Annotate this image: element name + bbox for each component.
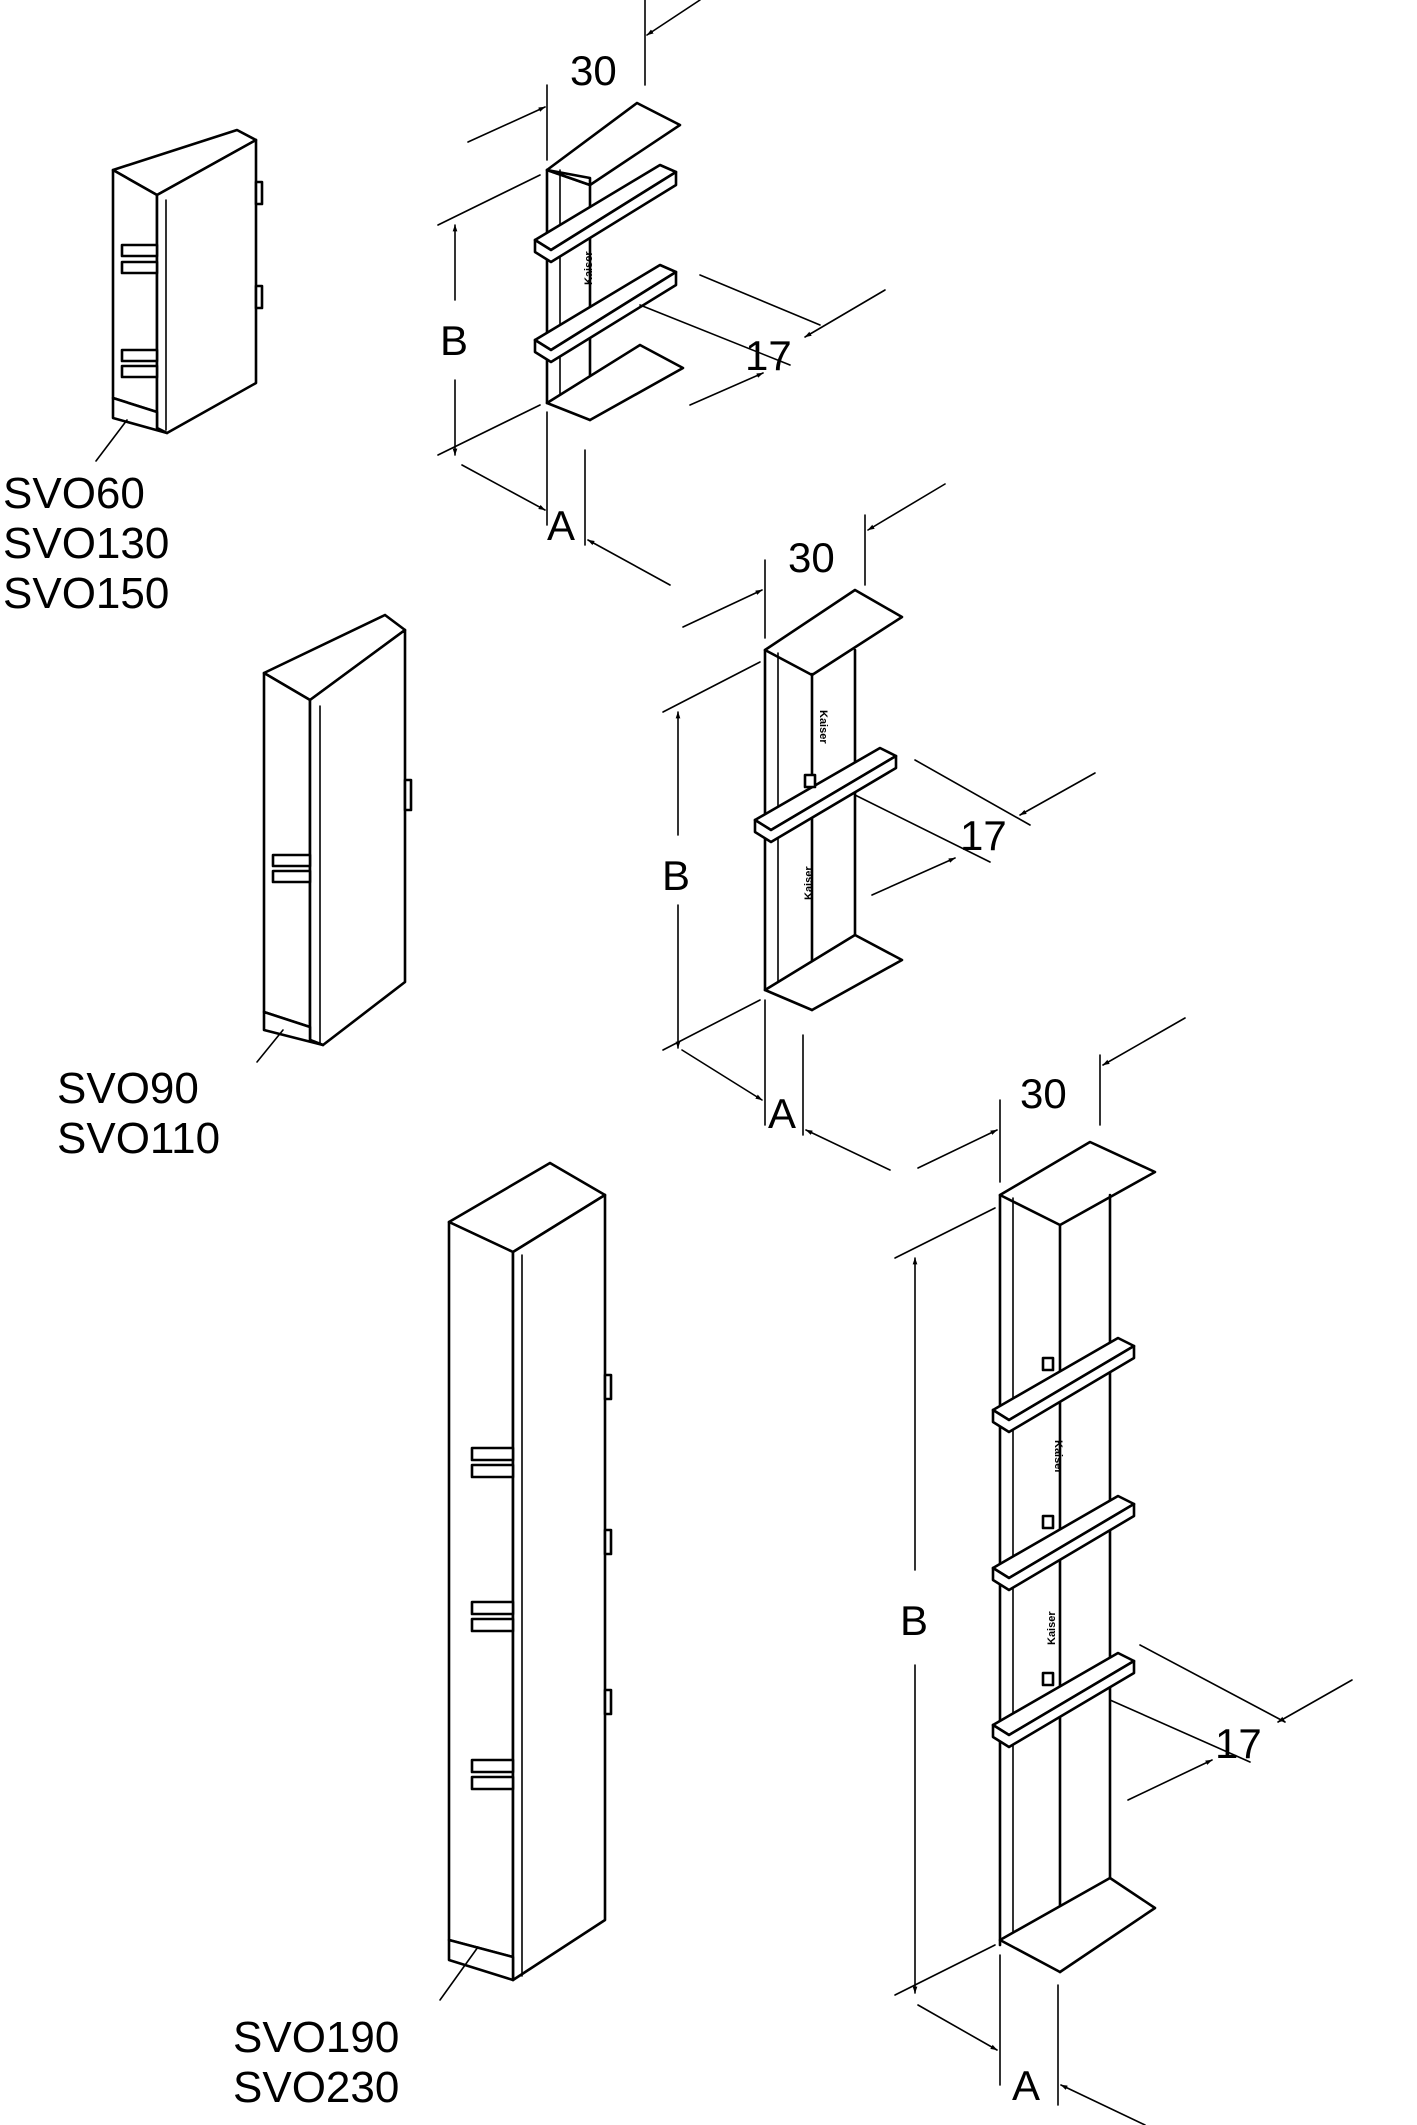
model-label-svo230: SVO230 <box>233 2063 399 2112</box>
dimension-a-part6: A <box>917 1954 1146 2125</box>
dimension-17-part4: 17 <box>854 759 1096 896</box>
model-label-svo110: SVO110 <box>57 1114 220 1163</box>
end-cap-medium-closed <box>262 613 413 1047</box>
model-label-svo60: SVO60 <box>3 469 145 518</box>
end-cap-small-open: Kaiser <box>533 101 685 422</box>
end-cap-medium-open: Kaiser Kaiser <box>753 588 904 1012</box>
logo-mark: Kaiser <box>817 710 829 744</box>
leader-line-group1 <box>95 419 128 462</box>
svg-text:A: A <box>547 502 575 549</box>
svg-text:17: 17 <box>1215 1720 1262 1767</box>
logo-mark: Kaiser <box>1052 1440 1064 1474</box>
logo-mark: Kaiser <box>803 866 815 900</box>
logo-mark: Kaiser <box>583 251 595 285</box>
end-cap-large-closed <box>447 1161 613 1982</box>
dimension-a-part4: A <box>681 999 891 1171</box>
svg-text:30: 30 <box>570 47 617 94</box>
model-label-svo190: SVO190 <box>233 2013 399 2062</box>
svg-text:B: B <box>440 317 468 364</box>
dimension-b-part6: B <box>894 1207 996 1996</box>
dimension-30-part2: 30 <box>467 0 701 161</box>
svg-text:17: 17 <box>745 332 792 379</box>
svg-text:B: B <box>900 1597 928 1644</box>
leader-line-group2 <box>256 1029 284 1063</box>
leader-line-group3 <box>439 1946 479 2001</box>
svg-text:A: A <box>768 1090 796 1137</box>
dimension-17-part2: 17 <box>639 274 886 406</box>
model-label-svo90: SVO90 <box>57 1064 199 1113</box>
dimension-b-part2: B <box>437 174 541 456</box>
dimension-30-part4: 30 <box>682 483 946 639</box>
dimension-a-part2: A <box>461 411 671 586</box>
svg-text:30: 30 <box>1020 1070 1067 1117</box>
dimension-b-part4: B <box>662 661 761 1051</box>
model-label-svo150: SVO150 <box>3 569 169 618</box>
model-label-svo130: SVO130 <box>3 519 169 568</box>
end-cap-small-closed <box>111 128 264 435</box>
end-cap-large-open: Kaiser Kaiser <box>991 1140 1157 1974</box>
logo-mark: Kaiser <box>1046 1611 1058 1645</box>
svg-text:17: 17 <box>960 812 1007 859</box>
dimension-17-part6: 17 <box>1109 1644 1353 1801</box>
svg-text:B: B <box>662 852 690 899</box>
dimension-30-part6: 30 <box>917 1017 1186 1183</box>
svg-text:A: A <box>1012 2062 1040 2109</box>
svg-text:30: 30 <box>788 534 835 581</box>
